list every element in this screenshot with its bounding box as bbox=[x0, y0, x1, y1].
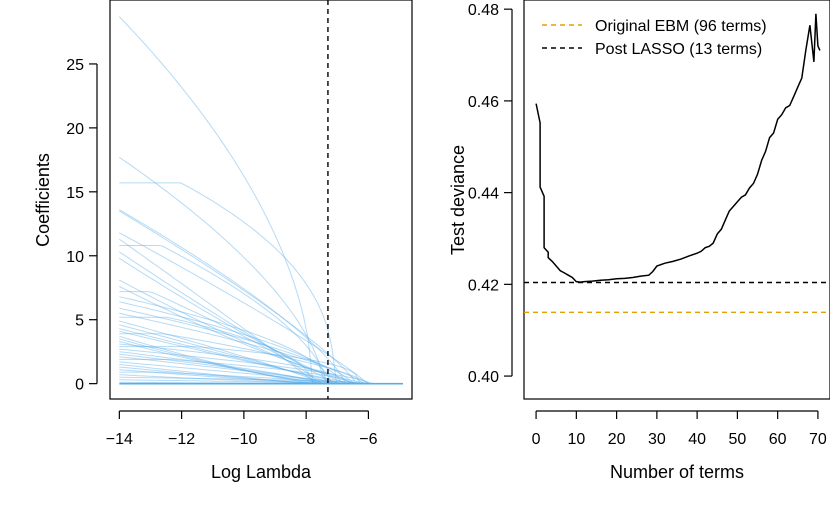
right-y-axis: 0.40 0.42 0.44 0.46 0.48 bbox=[468, 2, 513, 386]
x-tick-label: 20 bbox=[608, 431, 626, 448]
legend-label-original-ebm: Original EBM (96 terms) bbox=[595, 18, 767, 35]
x-tick-label: 50 bbox=[728, 431, 746, 448]
y-tick-label: 10 bbox=[66, 249, 84, 266]
coefficient-path-panel: −14 −12 −10 −8 −6 0 5 10 15 20 25 Log Lambda Coef… bbox=[33, 0, 413, 482]
reference-lines bbox=[524, 281, 830, 314]
left-y-axis: 0 5 10 15 20 25 bbox=[66, 57, 98, 394]
coefficient-path bbox=[119, 348, 403, 385]
coefficient-path bbox=[119, 346, 403, 385]
left-x-axis: −14 −12 −10 −8 −6 bbox=[106, 410, 378, 448]
x-tick-label: 40 bbox=[688, 431, 706, 448]
right-x-axis: 0 10 20 30 40 50 60 70 bbox=[532, 410, 827, 448]
x-tick-label: −6 bbox=[359, 431, 377, 448]
left-x-axis-label: Log Lambda bbox=[211, 462, 312, 482]
coefficient-path bbox=[119, 232, 403, 385]
y-tick-label: 15 bbox=[66, 185, 84, 202]
y-tick-label: 0.40 bbox=[468, 369, 499, 386]
y-tick-label: 0.42 bbox=[468, 277, 499, 294]
coefficient-path bbox=[119, 210, 403, 385]
right-y-axis-label: Test deviance bbox=[448, 145, 468, 255]
coefficient-path bbox=[119, 328, 403, 385]
x-tick-label: 0 bbox=[532, 431, 541, 448]
x-tick-label: 60 bbox=[769, 431, 787, 448]
test-deviance-line bbox=[535, 13, 821, 283]
x-tick-label: −10 bbox=[230, 431, 257, 448]
coefficient-path bbox=[119, 286, 403, 385]
y-tick-label: 20 bbox=[66, 121, 84, 138]
coefficient-path bbox=[119, 312, 403, 385]
y-tick-label: 25 bbox=[66, 57, 84, 74]
deviance-panel: 0 10 20 30 40 50 60 70 0.40 0.42 0.44 0.46 0.48 Ori… bbox=[448, 0, 830, 482]
x-tick-label: −8 bbox=[297, 431, 315, 448]
coefficient-path bbox=[118, 16, 403, 385]
x-tick-label: −14 bbox=[106, 431, 133, 448]
coefficient-paths bbox=[118, 16, 403, 385]
y-tick-label: 0.48 bbox=[468, 2, 499, 19]
left-plot-frame bbox=[109, 0, 413, 400]
left-y-axis-label: Coefficients bbox=[33, 153, 53, 247]
y-tick-label: 0.44 bbox=[468, 186, 499, 203]
right-plot-frame bbox=[523, 0, 830, 400]
x-tick-label: 70 bbox=[809, 431, 827, 448]
right-x-axis-label: Number of terms bbox=[610, 462, 744, 482]
legend-label-post-lasso: Post LASSO (13 terms) bbox=[595, 41, 762, 58]
coefficient-path bbox=[119, 376, 403, 385]
y-tick-label: 0.46 bbox=[468, 94, 499, 111]
coefficient-path bbox=[119, 333, 403, 385]
x-tick-label: −12 bbox=[168, 431, 195, 448]
y-tick-label: 0 bbox=[75, 377, 84, 394]
x-tick-label: 30 bbox=[648, 431, 666, 448]
y-tick-label: 5 bbox=[75, 313, 84, 330]
legend: Original EBM (96 terms) Post LASSO (13 t… bbox=[542, 18, 767, 58]
x-tick-label: 10 bbox=[567, 431, 585, 448]
coefficient-path bbox=[119, 279, 403, 385]
